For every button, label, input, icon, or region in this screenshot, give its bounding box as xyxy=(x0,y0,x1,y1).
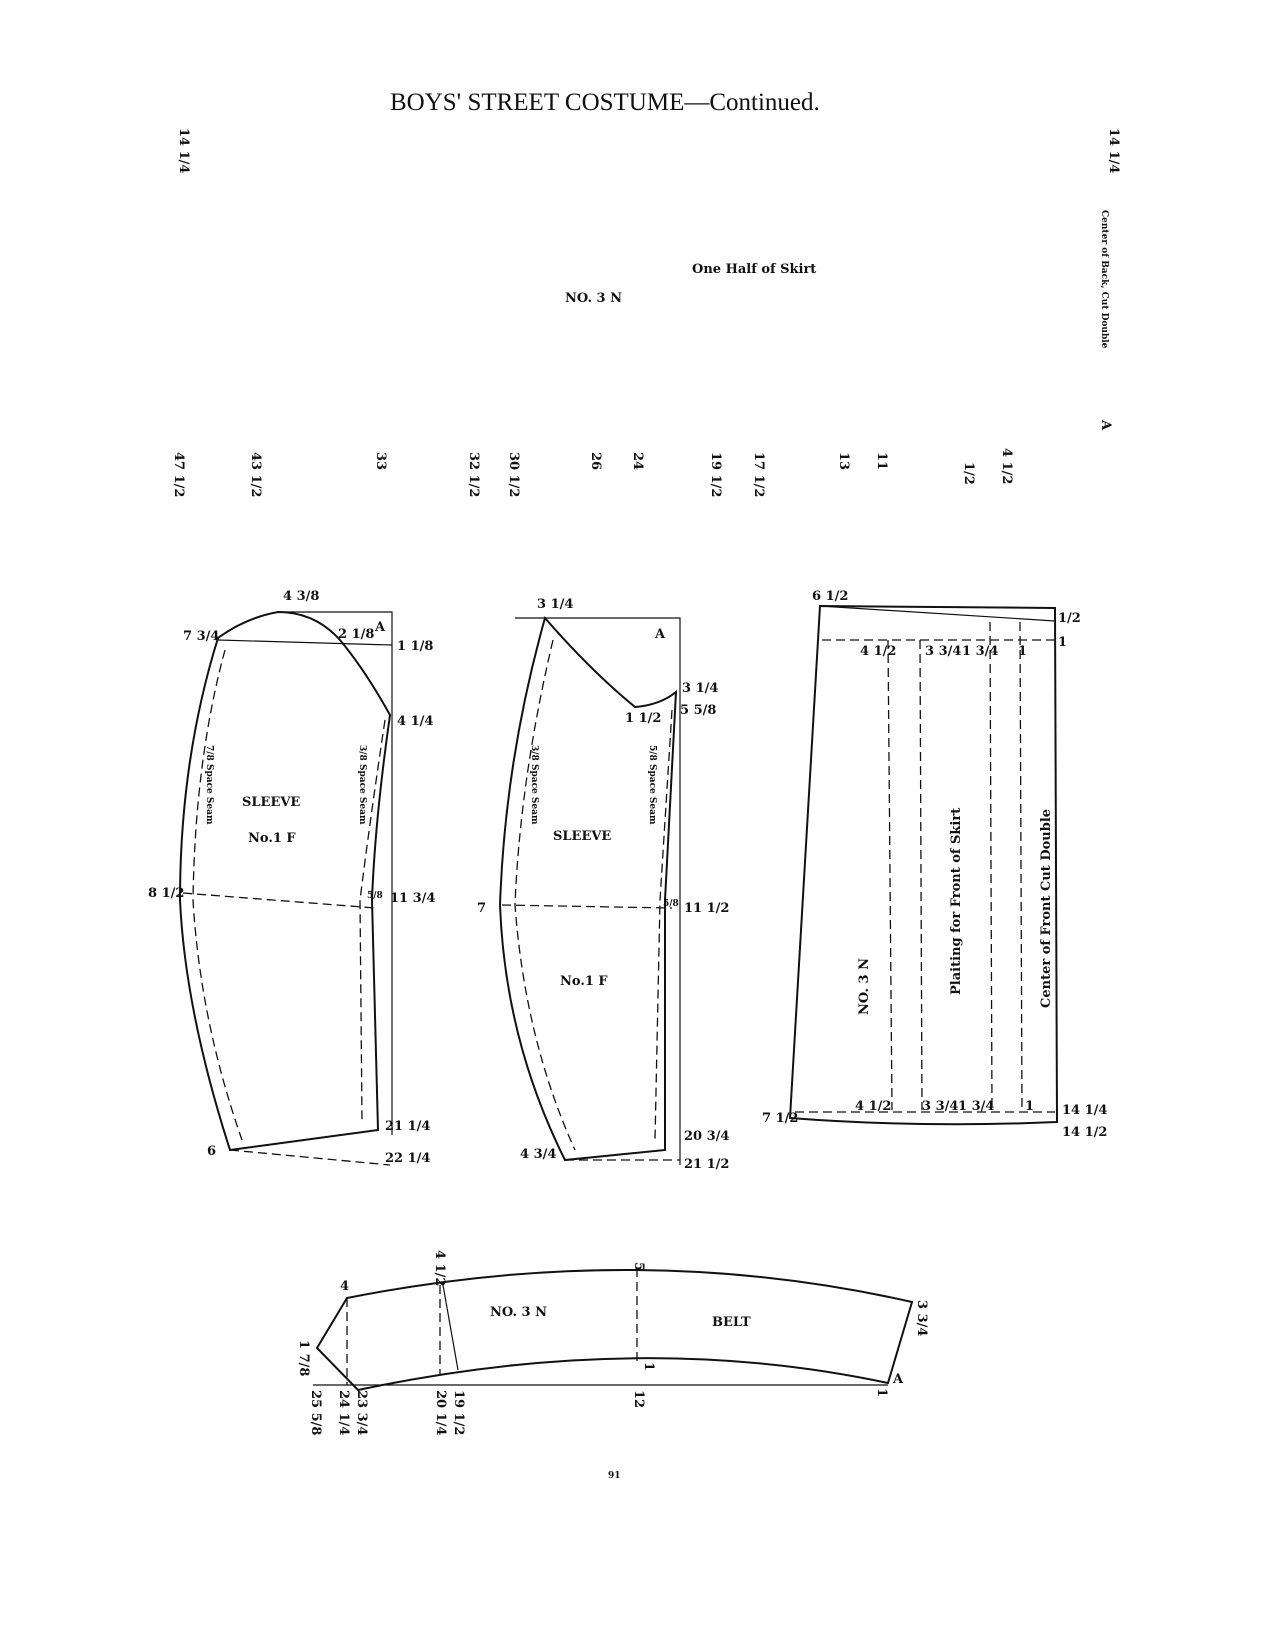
seam-label: 3/8 Space Seam xyxy=(357,745,367,825)
seam-label: 7/8 Space Seam xyxy=(204,745,214,825)
label: 2 1/8 xyxy=(338,627,374,642)
label: 7 3/4 xyxy=(183,629,219,644)
skirt-half-size: NO. 3 N xyxy=(565,291,622,306)
label: 11 1/2 xyxy=(684,901,729,916)
label: 6 xyxy=(207,1144,216,1159)
page-title: BOYS' STREET COSTUME—Continued. xyxy=(390,89,820,116)
ruler-mark: 26 xyxy=(588,452,603,470)
label: 3 3/4 xyxy=(925,644,961,659)
belt-size: NO. 3 N xyxy=(490,1305,547,1320)
ruler-mark: 19 1/2 xyxy=(708,452,723,497)
label: A xyxy=(374,620,386,635)
label: 1 1/8 xyxy=(397,639,433,654)
skirt-front-pattern: 6 1/2 1/2 1 4 1/2 3 3/4 1 3/4 1 4 1/2 3 … xyxy=(762,589,1107,1140)
sleeve-no1-second-pattern: 3 1/4 A 3 1/4 1 1/2 5 5/8 7 11 1/2 5/8 4… xyxy=(477,597,729,1172)
label: 21 1/2 xyxy=(684,1157,729,1172)
label: 4 3/8 xyxy=(283,589,319,604)
label: 14 1/4 xyxy=(1062,1103,1107,1118)
ruler-mark: 13 xyxy=(836,452,851,470)
sleeve-no1-pattern: 4 3/8 7 3/4 2 1/8 A 1 1/8 4 1/4 8 1/2 11… xyxy=(148,589,435,1166)
seam-label: 3/8 Space Seam xyxy=(529,745,539,825)
page-number: 91 xyxy=(608,1471,621,1481)
label: 7 xyxy=(477,901,486,916)
label: 3 3/4 xyxy=(914,1300,929,1336)
label: 1 xyxy=(874,1388,889,1397)
label: 6 1/2 xyxy=(812,589,848,604)
sleeve-size: No.1 F xyxy=(248,831,296,846)
ruler-mark: 33 xyxy=(373,452,388,470)
ruler-mark: 17 1/2 xyxy=(751,452,766,497)
label: 5/8 xyxy=(663,899,679,909)
label: 23 3/4 xyxy=(354,1390,369,1435)
label: 3 3/4 xyxy=(922,1099,958,1114)
label: 12 xyxy=(631,1390,646,1408)
label: 4 1/2 xyxy=(855,1099,891,1114)
label: 1 xyxy=(1025,1099,1034,1114)
label: 1 3/4 xyxy=(962,644,998,659)
label: 11 3/4 xyxy=(390,891,435,906)
skirt-half-section: 14 1/4 14 1/4 Center of Back, Cut Double… xyxy=(171,128,1121,497)
label: 1/2 xyxy=(1058,611,1081,626)
label: 24 1/4 xyxy=(336,1390,351,1435)
label: 14 1/2 xyxy=(1062,1125,1107,1140)
label: 5 xyxy=(631,1262,646,1271)
label: 1 xyxy=(641,1362,656,1371)
seam-label: 5/8 Space Seam xyxy=(647,745,657,825)
skirt-ruler: 47 1/2 43 1/2 33 32 1/2 30 1/2 26 24 19 … xyxy=(171,448,1014,497)
center-back-label: Center of Back, Cut Double xyxy=(1099,210,1109,349)
skirt-point-a: A xyxy=(1098,419,1113,431)
ruler-mark: 1/2 xyxy=(961,462,976,485)
label: 21 1/4 xyxy=(385,1119,430,1134)
ruler-mark: 11 xyxy=(874,452,889,470)
label: 4 1/2 xyxy=(432,1250,447,1286)
label: 5 5/8 xyxy=(680,703,716,718)
belt-pattern: 4 4 1/2 5 3 3/4 1 7/8 NO. 3 N BELT 1 A 1… xyxy=(296,1250,929,1435)
skirt-left-width: 14 1/4 xyxy=(176,128,191,173)
label: 1 xyxy=(1058,635,1067,650)
ruler-mark: 43 1/2 xyxy=(248,452,263,497)
label: 20 3/4 xyxy=(684,1129,729,1144)
ruler-mark: 4 1/2 xyxy=(999,448,1014,484)
skirt-half-label: One Half of Skirt xyxy=(692,262,816,277)
label: 4 3/4 xyxy=(520,1147,556,1162)
label: 19 1/2 xyxy=(451,1390,466,1435)
label: 1 1/2 xyxy=(625,711,661,726)
sleeve-name: SLEEVE xyxy=(242,795,300,810)
label: 3 1/4 xyxy=(682,681,718,696)
plaiting-label: Plaiting for Front of Skirt xyxy=(949,808,964,995)
skirt-size: NO. 3 N xyxy=(857,958,872,1015)
belt-name: BELT xyxy=(712,1315,751,1330)
label: A xyxy=(654,627,666,642)
label: 7 1/2 xyxy=(762,1111,798,1126)
label: 20 1/4 xyxy=(433,1390,448,1435)
skirt-right-width: 14 1/4 xyxy=(1106,128,1121,173)
label: 4 1/2 xyxy=(860,644,896,659)
center-front-label: Center of Front Cut Double xyxy=(1039,809,1054,1008)
label: 22 1/4 xyxy=(385,1151,430,1166)
label: 8 1/2 xyxy=(148,886,184,901)
ruler-mark: 30 1/2 xyxy=(506,452,521,497)
label: 4 1/4 xyxy=(397,714,433,729)
label: 5/8 xyxy=(367,891,383,901)
label: 1 3/4 xyxy=(958,1099,994,1114)
label: 1 xyxy=(1018,644,1027,659)
ruler-mark: 24 xyxy=(630,452,645,470)
label: 4 xyxy=(340,1279,349,1294)
ruler-mark: 47 1/2 xyxy=(171,452,186,497)
ruler-mark: 32 1/2 xyxy=(466,452,481,497)
sleeve-name: SLEEVE xyxy=(553,829,611,844)
label: 25 5/8 xyxy=(308,1390,323,1435)
label: 1 7/8 xyxy=(296,1340,311,1376)
sleeve-size: No.1 F xyxy=(560,974,608,989)
label: A xyxy=(892,1372,904,1387)
label: 3 1/4 xyxy=(537,597,573,612)
